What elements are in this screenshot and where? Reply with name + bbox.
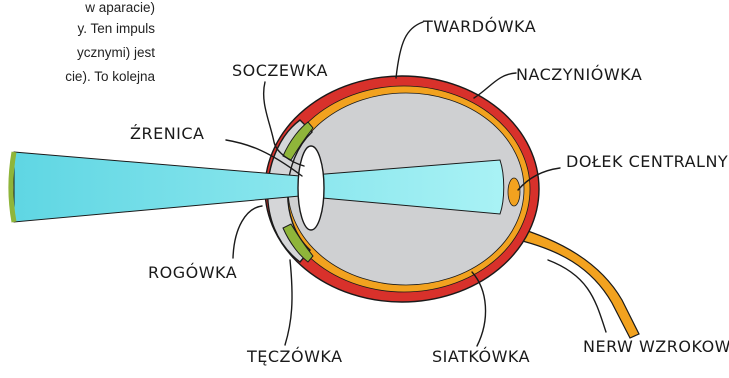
fovea [508,178,520,206]
label-naczyniowka: NACZYNIÓWKA [516,65,642,84]
leader-naczyniowka [474,73,516,98]
leader-teczowka [285,260,292,345]
label-dolek-centralny: DOŁEK CENTRALNY [566,152,728,171]
label-twardowka: TWARDÓWKA [422,17,536,36]
leader-rogowka [233,206,262,258]
label-soczewka: SOCZEWKA [232,61,328,80]
label-zrenica: ŹRENICA [130,124,205,143]
label-rogowka: ROGÓWKA [148,263,237,282]
label-siatkowka: SIATKÓWKA [432,347,530,366]
lens [298,146,324,230]
label-teczowka: TĘCZÓWKA [246,347,343,366]
leader-twardowka [396,22,423,78]
label-nerw-wzrokowy: NERW WZROKOWY [583,337,729,356]
optic-nerve [510,226,639,338]
